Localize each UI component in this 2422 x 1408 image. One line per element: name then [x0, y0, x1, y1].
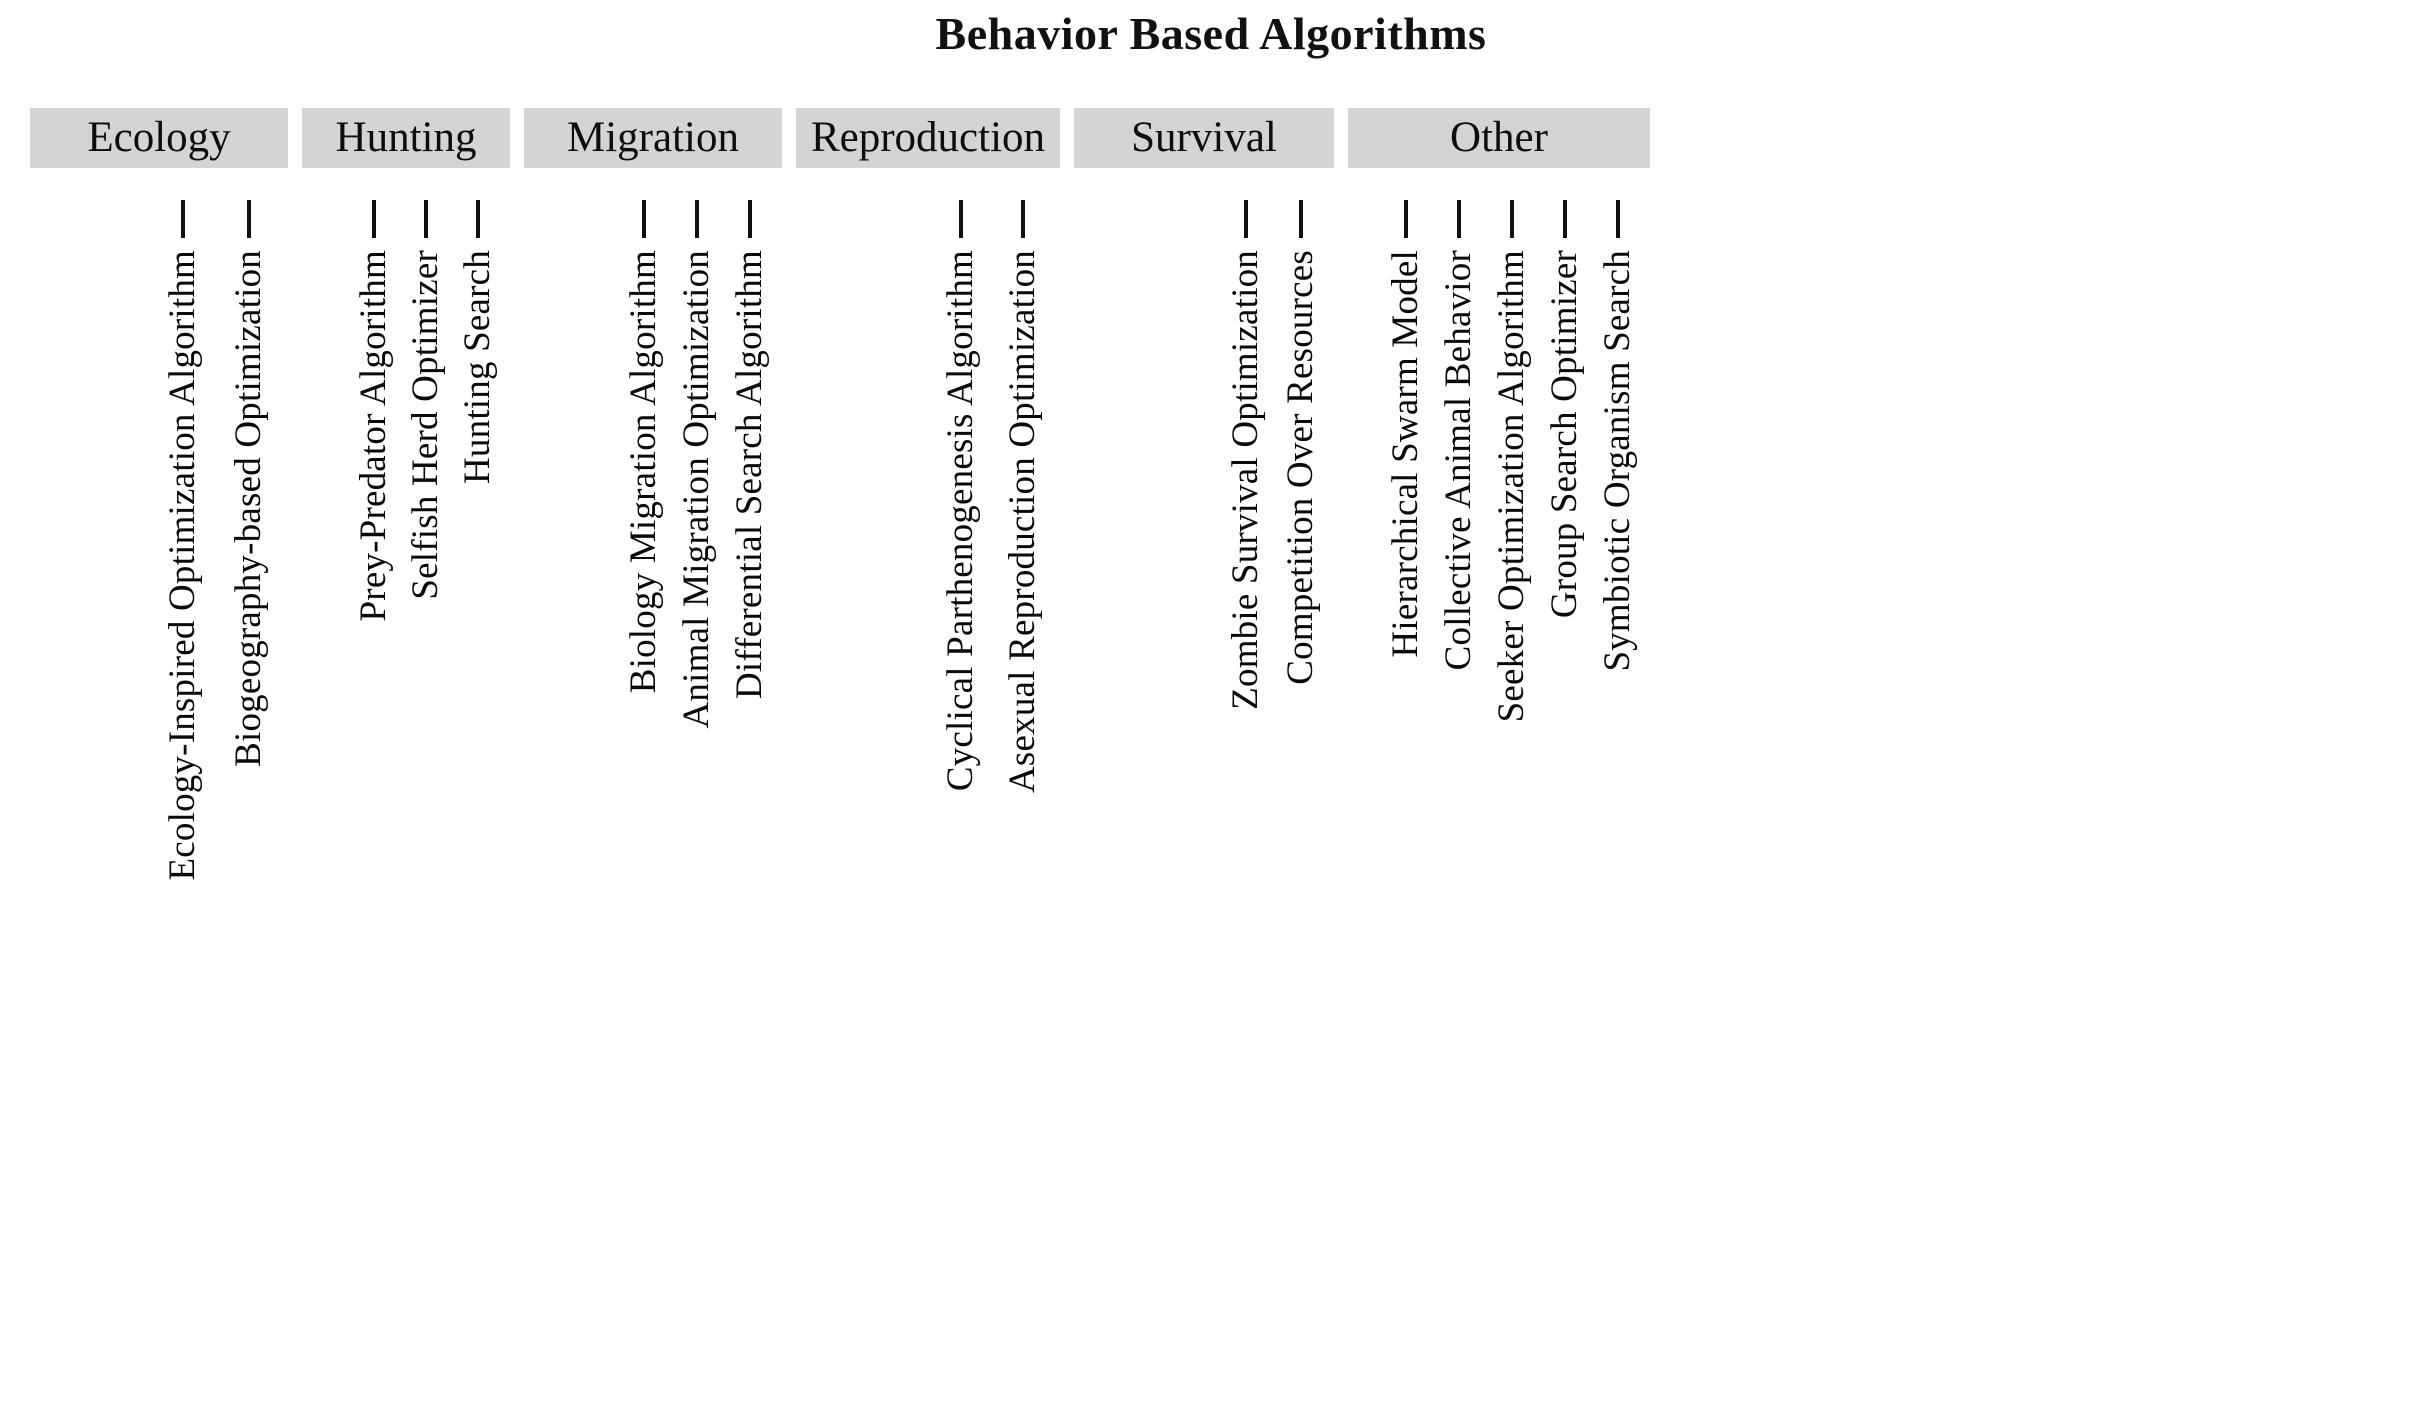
item-label: Biogeography-based Optimization — [228, 250, 269, 767]
list-item: Hierarchical Swarm Model — [1379, 200, 1432, 658]
item-label: Group Search Optimizer — [1543, 250, 1585, 619]
list-item: Cyclical Parthenogenesis Algorithm — [930, 200, 992, 791]
category-column-other: Other Symbiotic Organism Search Group Se… — [1348, 108, 1650, 722]
list-item: Biology Migration Algorithm — [617, 200, 670, 693]
category-header-migration: Migration — [524, 108, 782, 168]
list-item: Symbiotic Organism Search — [1591, 200, 1644, 672]
item-list-ecology: Biogeography-based Optimization Ecology-… — [30, 200, 288, 881]
item-label: Differential Search Algorithm — [728, 250, 770, 699]
tick-mark-icon — [641, 200, 646, 238]
item-list-migration: Differential Search Algorithm Animal Mig… — [524, 200, 782, 729]
item-label: Asexual Reproduction Optimization — [1002, 250, 1043, 793]
category-header-other: Other — [1348, 108, 1650, 168]
list-item: Animal Migration Optimization — [670, 200, 723, 729]
item-list-hunting: Hunting Search Selfish Herd Optimizer Pr… — [302, 200, 510, 621]
tick-mark-icon — [1456, 200, 1461, 238]
category-column-migration: Migration Differential Search Algorithm … — [524, 108, 782, 729]
item-label: Zombie Survival Optimization — [1224, 250, 1266, 710]
list-item: Prey-Predator Algorithm — [348, 200, 400, 621]
item-label: Collective Animal Behavior — [1437, 250, 1479, 671]
category-header-survival: Survival — [1074, 108, 1334, 168]
category-columns: Ecology Biogeography-based Optimization … — [30, 108, 2392, 1388]
list-item: Ecology-Inspired Optimization Algorithm — [150, 200, 216, 881]
item-list-reproduction: Asexual Reproduction Optimization Cyclic… — [796, 200, 1060, 793]
category-header-ecology: Ecology — [30, 108, 288, 168]
item-label: Ecology-Inspired Optimization Algorithm — [162, 250, 203, 881]
tick-mark-icon — [1403, 200, 1408, 238]
list-item: Seeker Optimization Algorithm — [1485, 200, 1538, 722]
category-header-hunting: Hunting — [302, 108, 510, 168]
list-item: Biogeography-based Optimization — [216, 200, 282, 767]
tick-mark-icon — [247, 200, 251, 238]
item-label: Hunting Search — [457, 250, 498, 484]
tick-mark-icon — [476, 200, 480, 238]
list-item: Hunting Search — [452, 200, 504, 484]
list-item: Selfish Herd Optimizer — [400, 200, 452, 600]
item-label: Seeker Optimization Algorithm — [1490, 250, 1532, 723]
item-label: Animal Migration Optimization — [675, 250, 717, 729]
tick-mark-icon — [181, 200, 185, 238]
item-label: Symbiotic Organism Search — [1596, 250, 1638, 672]
list-item: Asexual Reproduction Optimization — [992, 200, 1054, 793]
tick-mark-icon — [1243, 200, 1248, 238]
tick-mark-icon — [1509, 200, 1514, 238]
page-title: Behavior Based Algorithms — [935, 8, 1487, 59]
category-column-survival: Survival Competition Over Resources Zomb… — [1074, 108, 1334, 710]
list-item: Zombie Survival Optimization — [1218, 200, 1273, 710]
item-list-other: Symbiotic Organism Search Group Search O… — [1348, 200, 1650, 722]
tick-mark-icon — [372, 200, 376, 238]
list-item: Group Search Optimizer — [1538, 200, 1591, 618]
category-column-reproduction: Reproduction Asexual Reproduction Optimi… — [796, 108, 1060, 793]
list-item: Collective Animal Behavior — [1432, 200, 1485, 670]
item-label: Selfish Herd Optimizer — [405, 250, 446, 600]
tick-mark-icon — [1562, 200, 1567, 238]
tick-mark-icon — [1021, 200, 1025, 238]
tick-mark-icon — [959, 200, 963, 238]
tick-mark-icon — [1615, 200, 1620, 238]
list-item: Competition Over Resources — [1273, 200, 1328, 685]
category-header-reproduction: Reproduction — [796, 108, 1060, 168]
item-list-survival: Competition Over Resources Zombie Surviv… — [1074, 200, 1334, 710]
category-column-ecology: Ecology Biogeography-based Optimization … — [30, 108, 288, 881]
tick-mark-icon — [1298, 200, 1303, 238]
item-label: Biology Migration Algorithm — [622, 250, 664, 694]
item-label: Prey-Predator Algorithm — [353, 250, 394, 622]
list-item: Differential Search Algorithm — [723, 200, 776, 699]
item-label: Competition Over Resources — [1279, 250, 1321, 685]
category-column-hunting: Hunting Hunting Search Selfish Herd Opti… — [302, 108, 510, 621]
tick-mark-icon — [747, 200, 752, 238]
tick-mark-icon — [694, 200, 699, 238]
item-label: Hierarchical Swarm Model — [1384, 250, 1426, 658]
tick-mark-icon — [424, 200, 428, 238]
item-label: Cyclical Parthenogenesis Algorithm — [940, 250, 981, 792]
